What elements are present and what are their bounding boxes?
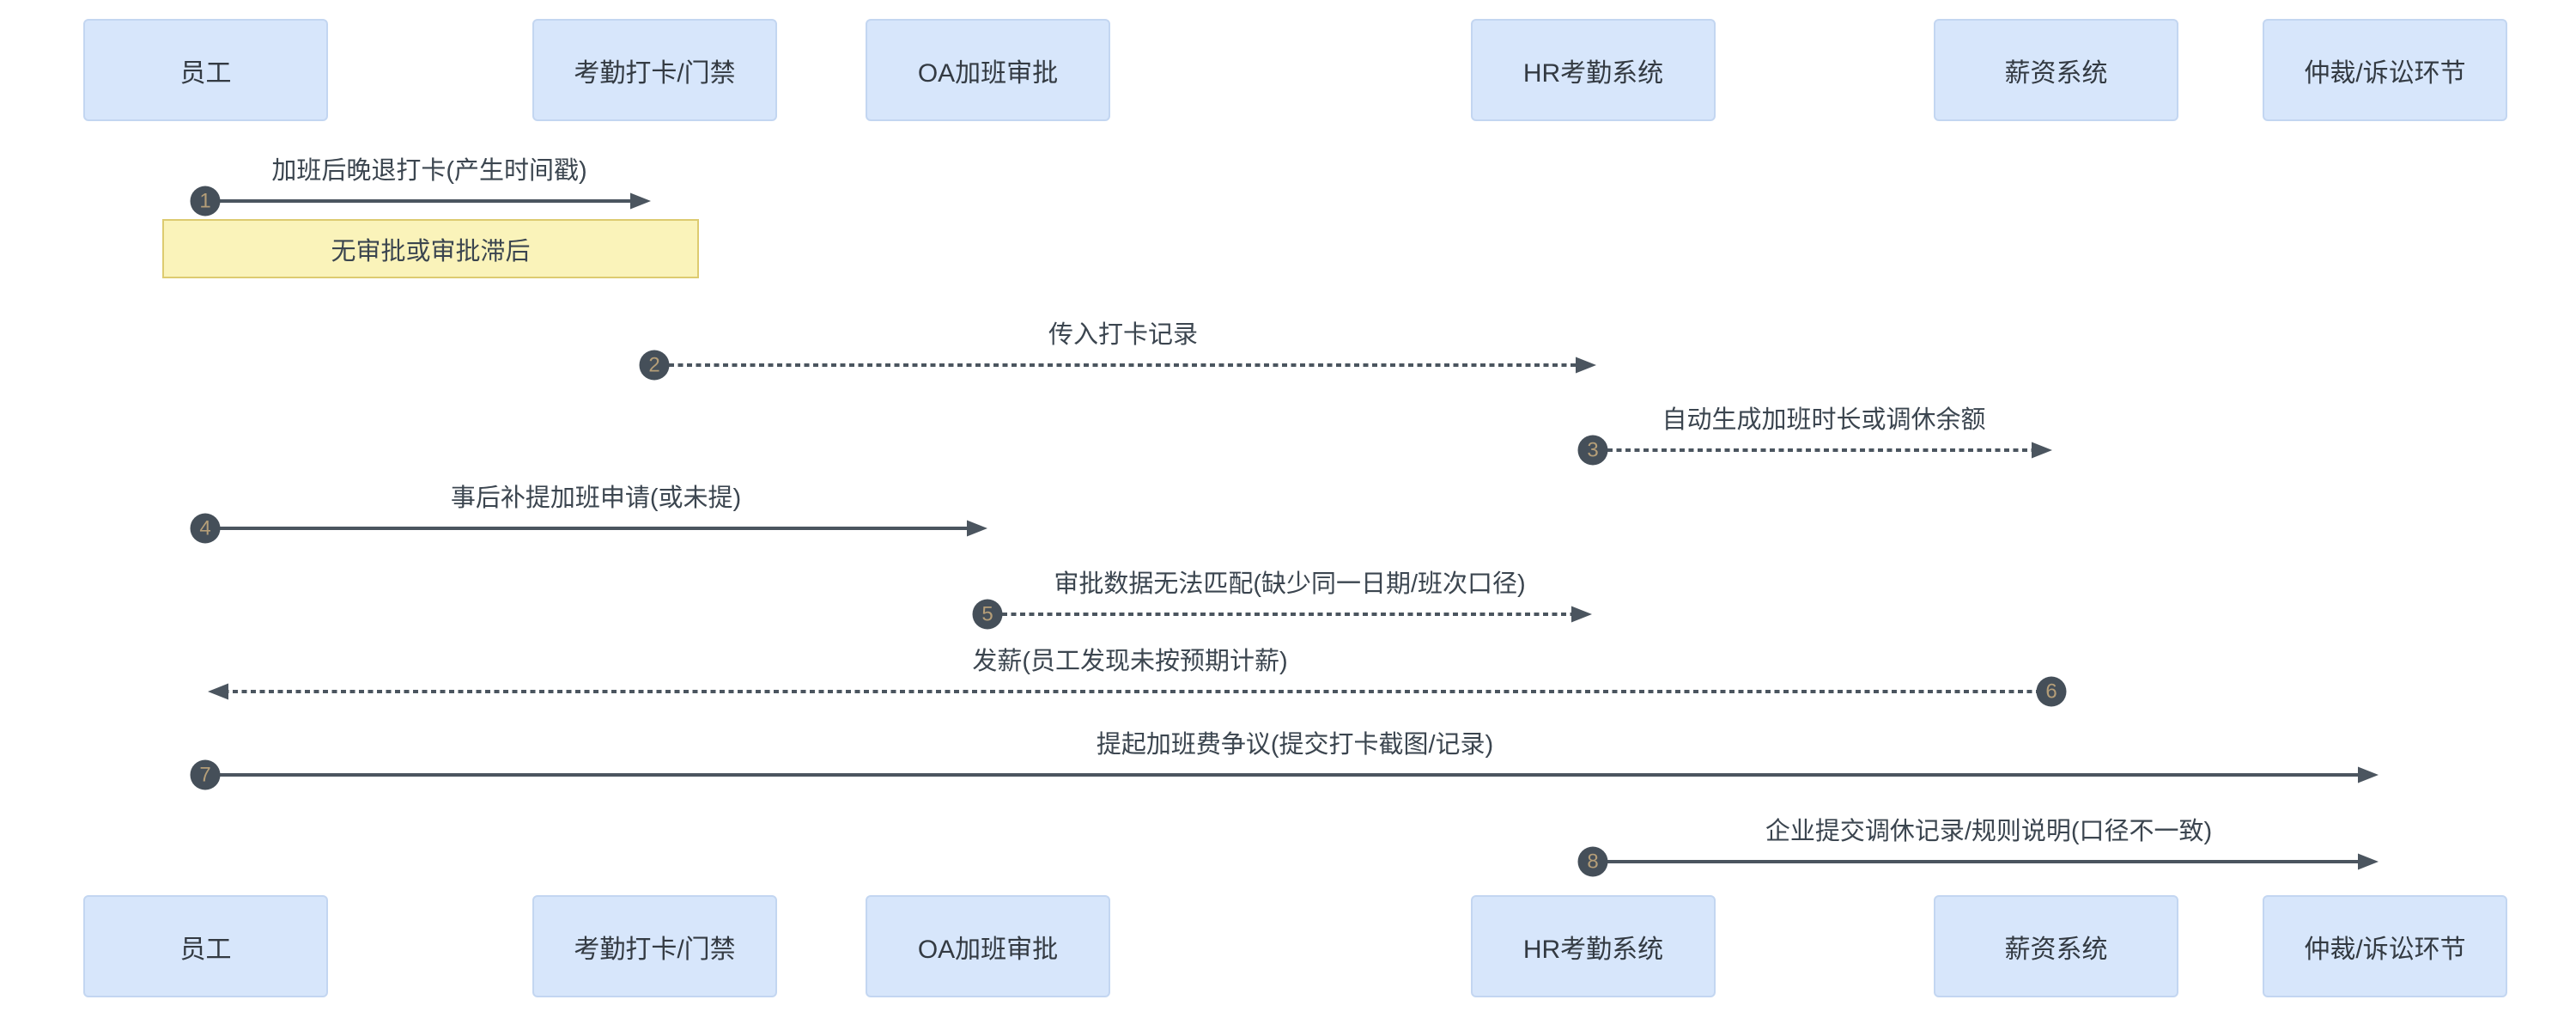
actor-bottom-arbitration: 仲裁/诉讼环节 — [2263, 895, 2507, 997]
sequence-number-5: 5 — [972, 599, 1003, 630]
arrow-6 — [208, 683, 2041, 700]
actor-top-employee: 员工 — [83, 19, 328, 121]
arrow-1 — [220, 192, 651, 210]
actor-bottom-payroll: 薪资系统 — [1934, 895, 2178, 997]
sequence-number-8: 8 — [1577, 846, 1608, 877]
sequence-number-6: 6 — [2036, 676, 2067, 707]
sequence-number-4: 4 — [190, 513, 221, 544]
arrow-2 — [669, 357, 1596, 374]
sequence-number-7: 7 — [190, 759, 221, 790]
actor-bottom-clock: 考勤打卡/门禁 — [532, 895, 777, 997]
message-label-3: 自动生成加班时长或调休余额 — [1662, 406, 1986, 434]
arrow-4 — [220, 520, 987, 537]
message-label-5: 审批数据无法匹配(缺少同一日期/班次口径) — [1054, 570, 1526, 598]
message-label-7: 提起加班费争议(提交打卡截图/记录) — [1096, 731, 1494, 759]
arrow-5 — [1002, 606, 1592, 623]
actor-bottom-oa: OA加班审批 — [866, 895, 1110, 997]
actor-top-oa: OA加班审批 — [866, 19, 1110, 121]
message-label-2: 传入打卡记录 — [1048, 321, 1199, 349]
arrow-8 — [1607, 853, 2379, 870]
arrow-3 — [1607, 442, 2052, 459]
sequence-number-2: 2 — [639, 350, 670, 381]
actor-bottom-employee: 员工 — [83, 895, 328, 997]
message-label-4: 事后补提加班申请(或未提) — [450, 485, 742, 512]
actor-top-payroll: 薪资系统 — [1934, 19, 2178, 121]
arrow-7 — [220, 766, 2379, 783]
actor-top-arbitration: 仲裁/诉讼环节 — [2263, 19, 2507, 121]
message-label-6: 发薪(员工发现未按预期计薪) — [972, 648, 1288, 675]
sequence-number-3: 3 — [1577, 435, 1608, 466]
message-label-1: 加班后晚退打卡(产生时间戳) — [271, 157, 587, 185]
message-label-8: 企业提交调休记录/规则说明(口径不一致) — [1765, 818, 2213, 845]
actor-bottom-hr: HR考勤系统 — [1471, 895, 1716, 997]
actor-top-clock: 考勤打卡/门禁 — [532, 19, 777, 121]
sequence-number-1: 1 — [190, 186, 221, 216]
actor-top-hr: HR考勤系统 — [1471, 19, 1716, 121]
note-no-approval: 无审批或审批滞后 — [162, 219, 699, 278]
